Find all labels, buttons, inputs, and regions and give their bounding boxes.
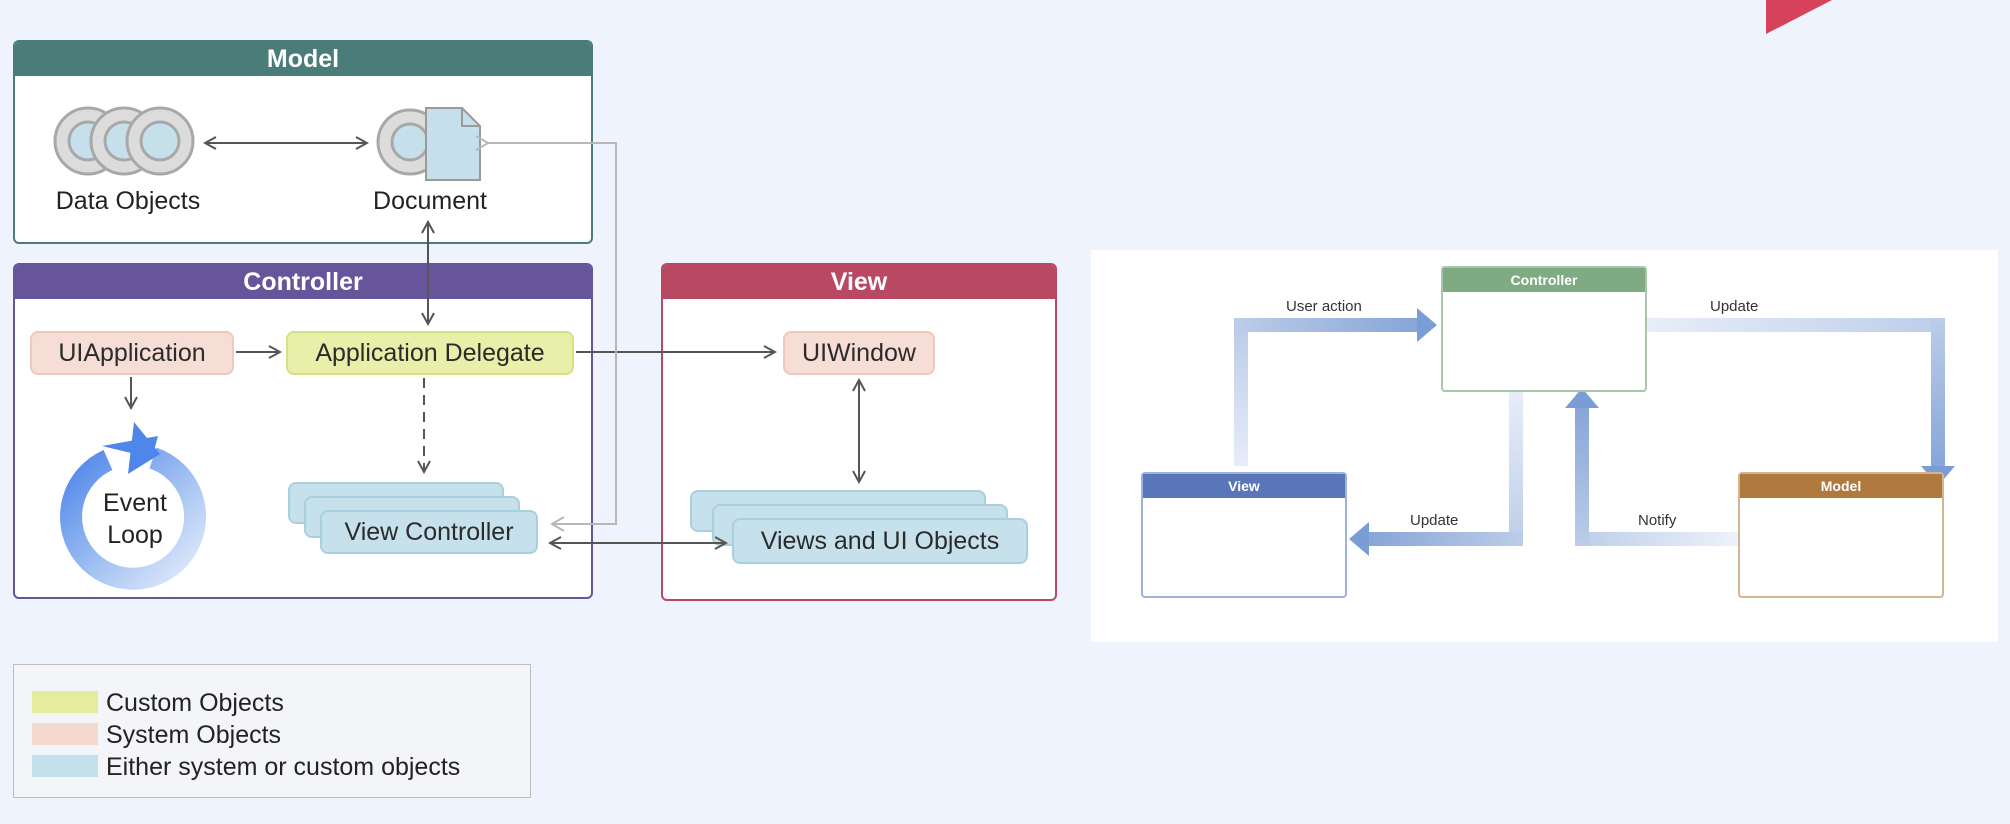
notify-arrow-horizontal bbox=[1575, 532, 1739, 546]
data-objects-icon bbox=[52, 104, 202, 182]
view-title: View bbox=[663, 265, 1055, 299]
uiapplication-box: UIApplication bbox=[30, 331, 234, 375]
mvc-controller-box: Controller bbox=[1441, 266, 1647, 392]
legend-label-system: System Objects bbox=[106, 721, 282, 749]
update-left-arrow-vertical bbox=[1509, 390, 1523, 546]
event-loop-icon bbox=[50, 420, 220, 596]
user-action-arrow-horizontal bbox=[1234, 318, 1418, 332]
uiwindow-box: UIWindow bbox=[783, 331, 935, 375]
legend-label-custom: Custom Objects bbox=[106, 689, 284, 717]
uiapplication-label: UIApplication bbox=[58, 339, 206, 367]
update-left-arrow-horizontal bbox=[1367, 532, 1523, 546]
event-loop-label-line1: Event bbox=[103, 489, 167, 517]
mvc-notify-label: Notify bbox=[1638, 512, 1677, 529]
notify-arrow-vertical bbox=[1575, 406, 1589, 546]
document-label: Document bbox=[373, 187, 487, 215]
user-action-arrow-head bbox=[1417, 308, 1437, 342]
mvc-view-title: View bbox=[1143, 474, 1345, 498]
update-right-arrow-horizontal bbox=[1647, 318, 1945, 332]
legend-swatch-either bbox=[32, 755, 98, 777]
views-and-ui-objects-box: Views and UI Objects bbox=[732, 518, 1028, 564]
legend-swatch-custom bbox=[32, 691, 98, 713]
legend-label-either: Either system or custom objects bbox=[106, 753, 461, 781]
legend-swatch-system bbox=[32, 723, 98, 745]
notify-arrow-head bbox=[1565, 388, 1599, 408]
update-right-arrow-vertical bbox=[1931, 318, 1945, 468]
mvc-update-left-label: Update bbox=[1410, 512, 1459, 529]
views-and-ui-objects-label: Views and UI Objects bbox=[760, 527, 1000, 555]
user-action-arrow-vertical bbox=[1234, 318, 1248, 466]
data-objects-label: Data Objects bbox=[55, 187, 201, 215]
mvc-user-action-label: User action bbox=[1286, 298, 1362, 315]
mvc-controller-title: Controller bbox=[1443, 268, 1645, 292]
mvc-update-right-label: Update bbox=[1710, 298, 1759, 315]
mvc-model-title: Model bbox=[1740, 474, 1942, 498]
update-left-arrow-head bbox=[1349, 522, 1369, 556]
event-loop-label-line2: Loop bbox=[107, 521, 163, 549]
arrow-view-controller-document bbox=[475, 135, 617, 532]
mvc-model-box: Model bbox=[1738, 472, 1944, 598]
legend: Custom Objects System Objects Either sys… bbox=[13, 664, 531, 798]
mvc-diagram-card: Controller View Model User action Update… bbox=[1091, 250, 1998, 642]
model-title: Model bbox=[15, 42, 591, 76]
mvc-view-box: View bbox=[1141, 472, 1347, 598]
left-diagram-connectors bbox=[0, 135, 1100, 640]
corner-red-shape bbox=[1760, 0, 1840, 34]
uiwindow-label: UIWindow bbox=[802, 339, 916, 367]
